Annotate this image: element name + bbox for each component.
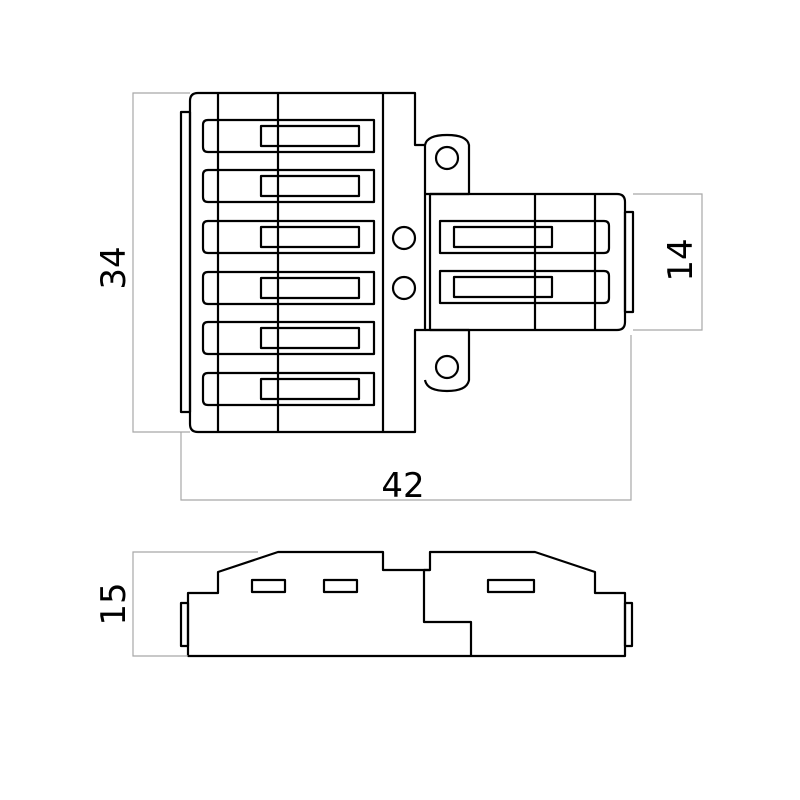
mounting-tab-top <box>423 133 471 196</box>
left-lever <box>201 219 376 255</box>
right-lever <box>438 219 611 255</box>
lever-window <box>322 578 359 594</box>
left-connector-body <box>179 91 427 434</box>
lever-window <box>486 578 536 594</box>
dimension-label-34: 34 <box>94 246 134 289</box>
mounting-tab-bottom <box>423 328 471 393</box>
right-lever-group <box>438 219 611 305</box>
top-view <box>179 91 635 434</box>
dimension-height-right: 14 <box>633 193 703 331</box>
dimension-thickness: 15 <box>94 551 258 657</box>
lever-window <box>250 578 287 594</box>
left-lever <box>201 270 376 306</box>
left-lever <box>201 168 376 204</box>
left-lever <box>201 118 376 154</box>
left-lever-group <box>201 118 376 407</box>
dimension-width-total: 42 <box>180 335 632 506</box>
right-lever <box>438 269 611 305</box>
dimension-label-15: 15 <box>94 582 134 625</box>
side-view <box>179 550 634 658</box>
dimension-label-42: 42 <box>381 466 424 506</box>
dimension-label-14: 14 <box>661 238 701 281</box>
dimension-height-top: 34 <box>94 92 190 433</box>
center-hole-icon <box>391 275 417 301</box>
left-lever <box>201 371 376 407</box>
left-lever <box>201 320 376 356</box>
right-connector-body <box>428 192 635 332</box>
center-hole-icon <box>391 225 417 251</box>
